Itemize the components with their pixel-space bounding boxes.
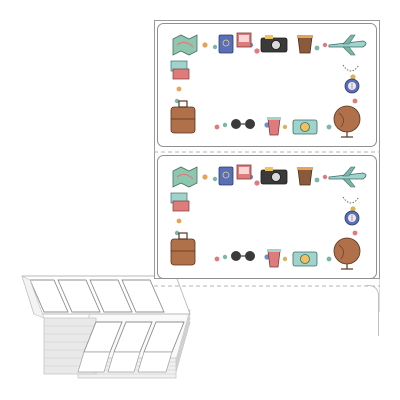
airplane-icon bbox=[328, 34, 367, 56]
airplane-icon bbox=[328, 166, 367, 188]
photo-icon bbox=[236, 32, 252, 48]
globe-icon bbox=[333, 237, 361, 270]
photo-icon bbox=[236, 164, 252, 180]
map-icon bbox=[172, 34, 198, 56]
map-icon bbox=[172, 166, 198, 188]
tickets-icon bbox=[170, 60, 190, 80]
suitcase-icon bbox=[170, 100, 196, 134]
sunglasses-icon bbox=[231, 251, 255, 261]
next-label-edge bbox=[366, 285, 379, 336]
passport-icon bbox=[218, 34, 234, 54]
stack-labels bbox=[77, 321, 185, 373]
coffee-cup-icon bbox=[297, 167, 313, 186]
compass-icon bbox=[344, 78, 360, 94]
coffee-cup-icon bbox=[297, 35, 313, 54]
camera-icon bbox=[260, 167, 288, 185]
coffee-cup-icon bbox=[267, 249, 281, 268]
label-2 bbox=[157, 155, 377, 279]
unfolded-sheet bbox=[21, 275, 191, 319]
suitcase-icon bbox=[170, 232, 196, 266]
necklace-icon bbox=[342, 196, 360, 204]
camera-icon bbox=[292, 251, 318, 267]
sunglasses-icon bbox=[231, 119, 255, 129]
camera-icon bbox=[260, 35, 288, 53]
coffee-cup-icon bbox=[267, 117, 281, 136]
passport-icon bbox=[218, 166, 234, 186]
label-2-art bbox=[157, 155, 377, 279]
tickets-icon bbox=[170, 192, 190, 212]
compass-icon bbox=[344, 210, 360, 226]
label-1-art bbox=[157, 23, 377, 147]
globe-icon bbox=[333, 105, 361, 138]
label-1 bbox=[157, 23, 377, 147]
camera-icon bbox=[292, 119, 318, 135]
necklace-icon bbox=[342, 64, 360, 72]
